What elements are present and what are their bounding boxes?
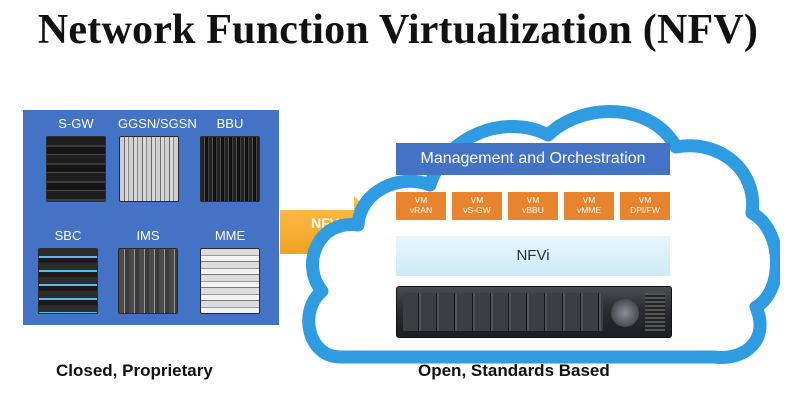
- device-mme: MME: [199, 228, 261, 314]
- vm-function: vS-GW: [463, 205, 491, 215]
- vm-function: vBBU: [522, 205, 544, 215]
- device-label: S-GW: [58, 116, 94, 131]
- device-ims: IMS: [117, 228, 179, 314]
- server-chassis-icon: [200, 248, 260, 314]
- vm-label: VM: [582, 195, 596, 205]
- vm-box: VM vS-GW: [452, 192, 502, 220]
- vm-box: VM vMME: [564, 192, 614, 220]
- device-label: GGSN/SGSN: [118, 116, 197, 131]
- rack-unit-icon: [200, 136, 260, 202]
- vm-label: VM: [638, 195, 652, 205]
- vm-function: vMME: [576, 205, 602, 215]
- device-label: SBC: [54, 228, 82, 243]
- vm-label: VM: [526, 195, 540, 205]
- device-sbc: SBC: [37, 228, 99, 314]
- device-label: BBU: [216, 116, 244, 131]
- right-caption: Open, Standards Based: [418, 361, 610, 380]
- vm-box: VM vRAN: [396, 192, 446, 220]
- vm-box: VM vBBU: [508, 192, 558, 220]
- server-icon: [396, 286, 672, 338]
- appliance-icon: [38, 248, 98, 314]
- proprietary-hardware-panel: S-GW GGSN/SGSN BBU SBC IMS MME: [23, 110, 279, 325]
- blade-chassis-icon: [118, 248, 178, 314]
- vm-function: vRAN: [409, 205, 433, 215]
- slot-chassis-icon: [119, 136, 179, 202]
- device-label: IMS: [136, 228, 160, 243]
- drive-bays: [403, 293, 603, 331]
- router-chassis-icon: [46, 136, 106, 202]
- vm-label: VM: [414, 195, 428, 205]
- device-label: MME: [214, 228, 246, 243]
- management-orchestration-bar: Management and Orchestration: [396, 143, 670, 175]
- server-grille: [645, 293, 665, 331]
- device-bbu: BBU: [199, 116, 261, 202]
- server-badge-icon: [611, 299, 639, 327]
- vm-label: VM: [470, 195, 484, 205]
- vm-box: VM DPI/FW: [620, 192, 670, 220]
- vm-function: DPI/FW: [630, 205, 660, 215]
- device-ggsn-sgsn: GGSN/SGSN: [118, 116, 197, 202]
- device-s-gw: S-GW: [45, 116, 107, 202]
- page-title: Network Function Virtualization (NFV): [37, 7, 759, 53]
- left-caption: Closed, Proprietary: [56, 361, 213, 380]
- nfvi-bar: NFVi: [396, 236, 670, 276]
